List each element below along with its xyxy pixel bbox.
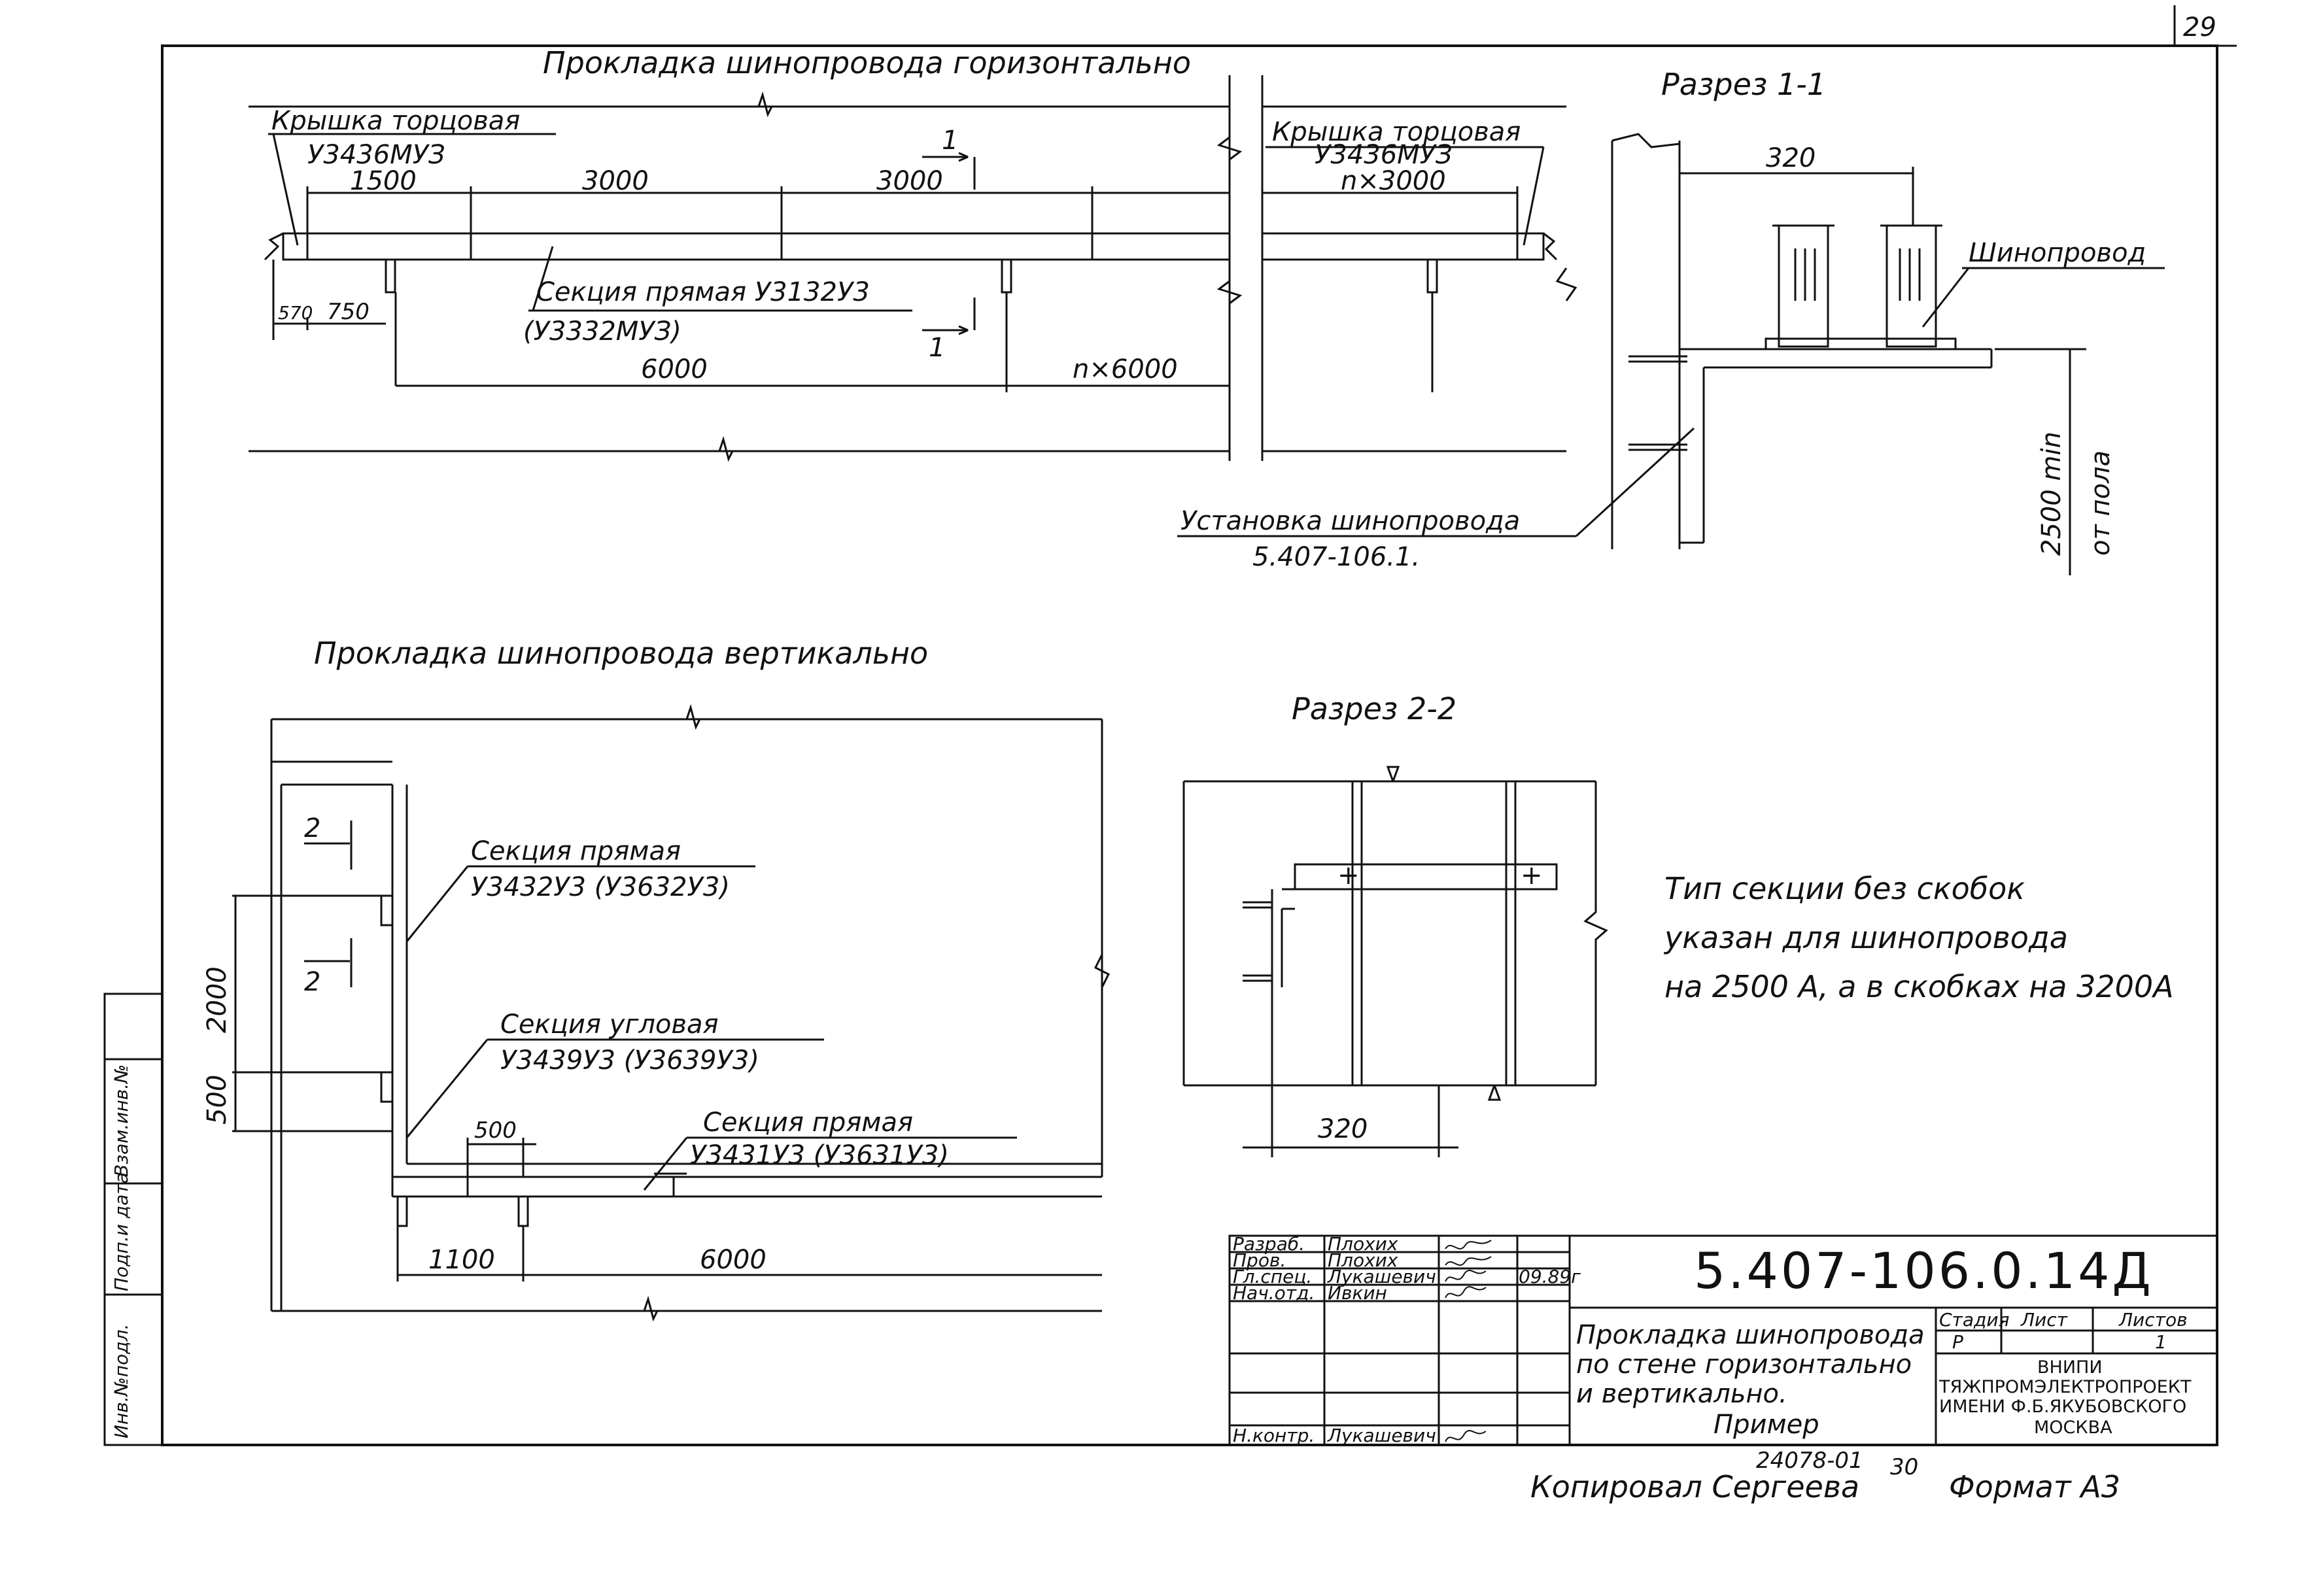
dim-6000: 6000 [641, 354, 708, 384]
doc-code: 5.407-106.0.14Д [1694, 1242, 2154, 1300]
note-line-2: указан для шинопровода [1663, 920, 2068, 955]
org-line-2: ТЯЖПРОМЭЛЕКТРОПРОЕКТ [1938, 1377, 2192, 1397]
cut-mark-1-bottom: 1 [929, 333, 945, 363]
section22-plus-left: + [1337, 860, 1360, 891]
cut-mark-2-bottom: 2 [304, 967, 320, 997]
signature-marks [1445, 1240, 1492, 1442]
role-4: Нач.отд. [1233, 1282, 1315, 1304]
section-straight-label: Секция прямая У3132У3 [536, 277, 870, 307]
org-line-3: ИМЕНИ Ф.Б.ЯКУБОВСКОГО [1939, 1397, 2186, 1417]
side-stamp-inv: Инв.№подл. [111, 1324, 132, 1438]
height-note: от пола [2086, 450, 2116, 556]
v-sec1-code: У3432У3 (У3632У3) [471, 872, 730, 902]
section11-drawing [1177, 133, 2165, 575]
title-line-2: по стене горизонтально [1576, 1350, 1912, 1380]
horizontal-drawing [249, 75, 1577, 462]
height-dim: 2500 min [2037, 432, 2067, 556]
sheets-header: Листов [2118, 1309, 2188, 1331]
cut-mark-1-top: 1 [942, 126, 958, 156]
sheet-frame [161, 44, 2218, 1446]
name-2: Плохих [1328, 1249, 1398, 1271]
side-stamp [103, 993, 164, 1446]
vertical-drawing [232, 704, 1111, 1322]
stage-value: Р [1952, 1331, 1963, 1353]
format-label: Формат А3 [1949, 1469, 2120, 1504]
name-5: Лукашевич [1327, 1425, 1436, 1446]
cut-mark-2-top: 2 [304, 813, 320, 843]
section22-plus-right: + [1521, 860, 1543, 891]
cap-right-label: Крышка торцовая [1272, 117, 1521, 147]
v-dim-500-top: 500 [474, 1117, 517, 1144]
inventory-number: 24078-01 [1756, 1448, 1863, 1474]
cap-right-code: У3436МУЗ [1315, 140, 1453, 170]
date-mark: 09.89г [1519, 1266, 1581, 1287]
title-line-1: Прокладка шинопровода [1576, 1320, 1925, 1350]
role-3: Гл.спец. [1233, 1266, 1312, 1287]
section22-drawing [1182, 766, 1608, 1157]
org-line-4: МОСКВА [2034, 1418, 2112, 1438]
v-dim-6000: 6000 [700, 1245, 766, 1275]
busbar-label: Шинопровод [1969, 238, 2146, 268]
role-2: Пров. [1233, 1249, 1286, 1271]
v-dim-2000: 2000 [202, 966, 232, 1033]
horizontal-title: Прокладка шинопровода горизонтально [543, 45, 1191, 80]
dim-n6000: n×6000 [1073, 354, 1178, 384]
dim-570: 570 [278, 302, 313, 324]
section11-title: Разрез 1-1 [1661, 67, 1826, 102]
v-dim-1100: 1100 [428, 1245, 495, 1275]
cap-left-code: У3436МУЗ [307, 140, 445, 170]
role-1: Разраб. [1233, 1233, 1305, 1255]
name-3: Лукашевич [1327, 1266, 1436, 1287]
note-line-1: Тип секции без скобок [1664, 871, 2025, 906]
vertical-title: Прокладка шинопровода вертикально [314, 636, 928, 671]
v-sec3-label: Секция прямая [703, 1108, 913, 1138]
dim-3000-b: 3000 [876, 166, 943, 196]
copied-by: Копировал Сергеева [1530, 1469, 1859, 1504]
dim-1500: 1500 [350, 166, 417, 196]
dim-3000-a: 3000 [582, 166, 649, 196]
section-straight-alt: (У3332МУЗ) [523, 316, 681, 347]
v-sec1-label: Секция прямая [471, 836, 681, 866]
v-sec3-code: У3431У3 (У3631У3) [690, 1140, 949, 1170]
dim-750: 750 [327, 299, 370, 325]
sheet-header: Лист [2020, 1309, 2068, 1331]
cap-left-label: Крышка торцовая [271, 106, 520, 136]
org-line-1: ВНИПИ [2037, 1357, 2103, 1378]
role-5: Н.контр. [1233, 1425, 1315, 1446]
title-line-4: Пример [1714, 1410, 1819, 1440]
stage-header: Стадия [1939, 1309, 2009, 1331]
section11-dim-320: 320 [1766, 143, 1816, 173]
name-1: Плохих [1328, 1233, 1398, 1255]
v-sec2-label: Секция угловая [500, 1010, 719, 1040]
sheets-value: 1 [2155, 1331, 2167, 1353]
v-dim-500-left: 500 [202, 1075, 232, 1125]
page-number: 29 [2183, 12, 2216, 42]
side-stamp-replace: Взам.инв.№ [111, 1064, 132, 1177]
title-line-3: и вертикально. [1576, 1379, 1787, 1409]
dim-n3000: n×3000 [1341, 166, 1446, 196]
v-sec2-code: У3439У3 (У3639У3) [500, 1045, 759, 1076]
side-stamp-sign: Подп.и дата [111, 1172, 132, 1291]
note-line-3: на 2500 А, а в скобках на 3200А [1664, 969, 2174, 1004]
install-label: Установка шинопровода [1180, 506, 1520, 536]
inventory-sheet: 30 [1890, 1454, 1918, 1480]
section22-title: Разрез 2-2 [1292, 691, 1456, 726]
install-ref: 5.407-106.1. [1252, 542, 1420, 572]
title-block [1228, 1234, 2218, 1446]
name-4: Ивкин [1328, 1282, 1387, 1304]
section22-dim-320: 320 [1318, 1114, 1368, 1144]
